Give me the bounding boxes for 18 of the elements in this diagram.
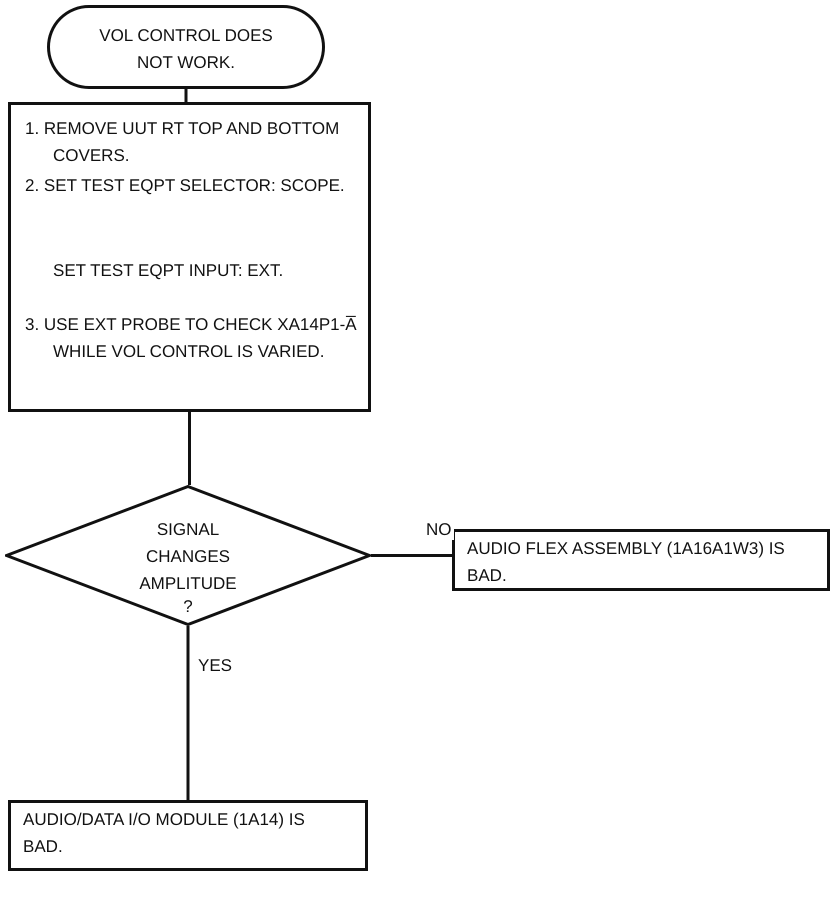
connector-line: [188, 412, 191, 485]
connector-line: [186, 626, 190, 800]
terminal-label: VOL CONTROL DOES NOT WORK.: [98, 25, 274, 74]
process-box: [8, 800, 368, 871]
process-box: [452, 529, 830, 591]
connector-line: [371, 554, 452, 557]
step-text: 2. SET TEST EQPT SELECTOR: SCOPE.: [25, 175, 346, 197]
step-text: SET TEST EQPT INPUT: EXT.: [53, 260, 284, 282]
result-text: AUDIO FLEX ASSEMBLY (1A16A1W3) IS BAD.: [467, 538, 786, 587]
decision-question: SIGNAL CHANGES AMPLITUDE: [138, 519, 238, 595]
step-text: 1. REMOVE UUT RT TOP AND BOTTOM COVERS.: [25, 118, 340, 167]
connector-line: [184, 89, 188, 102]
step-text: 3. USE EXT PROBE TO CHECK XA14P1-A̅ WHILE VOL CONTROL IS VARIED.: [25, 314, 358, 363]
question-mark: ?: [182, 596, 194, 618]
decision-diamond: [5, 485, 371, 626]
terminal-shape: [47, 5, 325, 89]
process-box: [8, 102, 371, 412]
result-text: AUDIO/DATA I/O MODULE (1A14) IS BAD.: [23, 809, 306, 858]
